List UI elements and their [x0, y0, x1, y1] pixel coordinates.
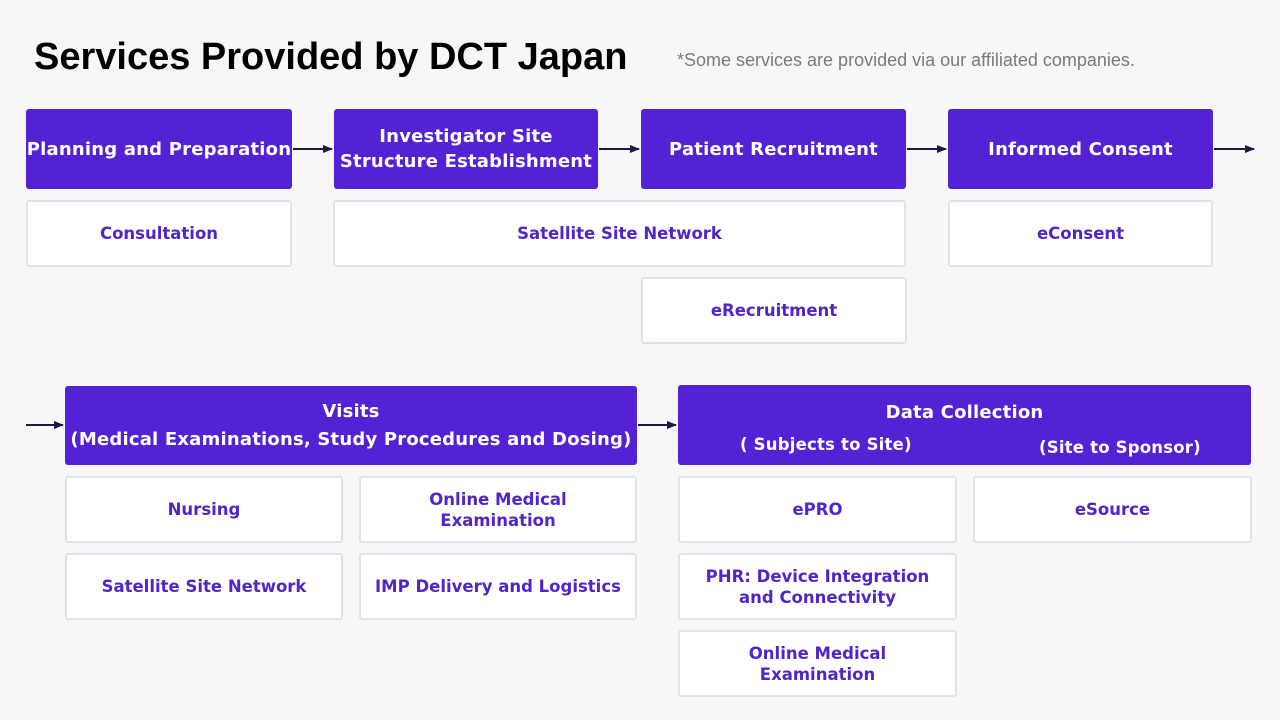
stage-visits: Visits (Medical Examinations, Study Proc…: [65, 386, 637, 465]
service-erecruitment: eRecruitment: [641, 277, 907, 344]
service-econsent: eConsent: [948, 200, 1213, 267]
service-imp-delivery: IMP Delivery and Logistics: [359, 553, 637, 620]
service-label: Nursing: [167, 500, 241, 519]
stage-label: Informed Consent: [988, 138, 1173, 160]
stage-label: Planning and Preparation: [26, 138, 292, 160]
affiliate-note: *Some services are provided via our affi…: [677, 50, 1135, 70]
service-online-medical-examination-data: Online Medical Examination: [678, 630, 957, 697]
service-label: eConsent: [1036, 224, 1125, 243]
service-label: Satellite Site Network: [517, 224, 722, 243]
service-label: Online Medical Examination: [429, 489, 567, 530]
stage-patient-recruitment: Patient Recruitment: [641, 109, 906, 189]
stage-informed-consent: Informed Consent: [948, 109, 1213, 189]
data-subheading-site-to-sponsor: (Site to Sponsor): [1039, 438, 1201, 457]
service-label: eRecruitment: [710, 301, 838, 320]
stage-label-line-2: Structure Establishment: [339, 151, 593, 172]
service-epro: ePRO: [678, 476, 957, 543]
service-label: eSource: [1074, 500, 1151, 519]
page-title: Services Provided by DCT Japan: [34, 36, 628, 78]
stage-label: Patient Recruitment: [669, 138, 878, 160]
stage-data-collection: Data Collection ( Subjects to Site) (Sit…: [678, 385, 1251, 465]
service-satellite-site-network-visits: Satellite Site Network: [65, 553, 343, 620]
service-nursing: Nursing: [65, 476, 343, 543]
service-online-medical-examination: Online Medical Examination: [359, 476, 637, 543]
stage-label: Data Collection: [885, 402, 1044, 423]
service-label: Satellite Site Network: [101, 577, 307, 596]
service-label: Online Medical Examination: [748, 643, 887, 684]
service-esource: eSource: [973, 476, 1252, 543]
service-label: ePRO: [792, 500, 843, 519]
service-consultation: Consultation: [26, 200, 292, 267]
service-label: IMP Delivery and Logistics: [375, 577, 621, 596]
stage-planning-preparation: Planning and Preparation: [26, 109, 292, 189]
stage-investigator-site: Investigator Site Structure Establishmen…: [334, 109, 598, 189]
service-phr-device-integration: PHR: Device Integration and Connectivity: [678, 553, 957, 620]
stage-label-line-1: Visits: [322, 400, 380, 422]
data-subheading-subjects-to-site: ( Subjects to Site): [740, 435, 912, 454]
service-satellite-site-network: Satellite Site Network: [333, 200, 906, 267]
stage-label-line-2: (Medical Examinations, Study Procedures …: [70, 428, 632, 450]
service-label: PHR: Device Integration and Connectivity: [705, 566, 930, 607]
service-label: Consultation: [99, 224, 219, 243]
stage-label-line-1: Investigator Site: [379, 126, 553, 147]
